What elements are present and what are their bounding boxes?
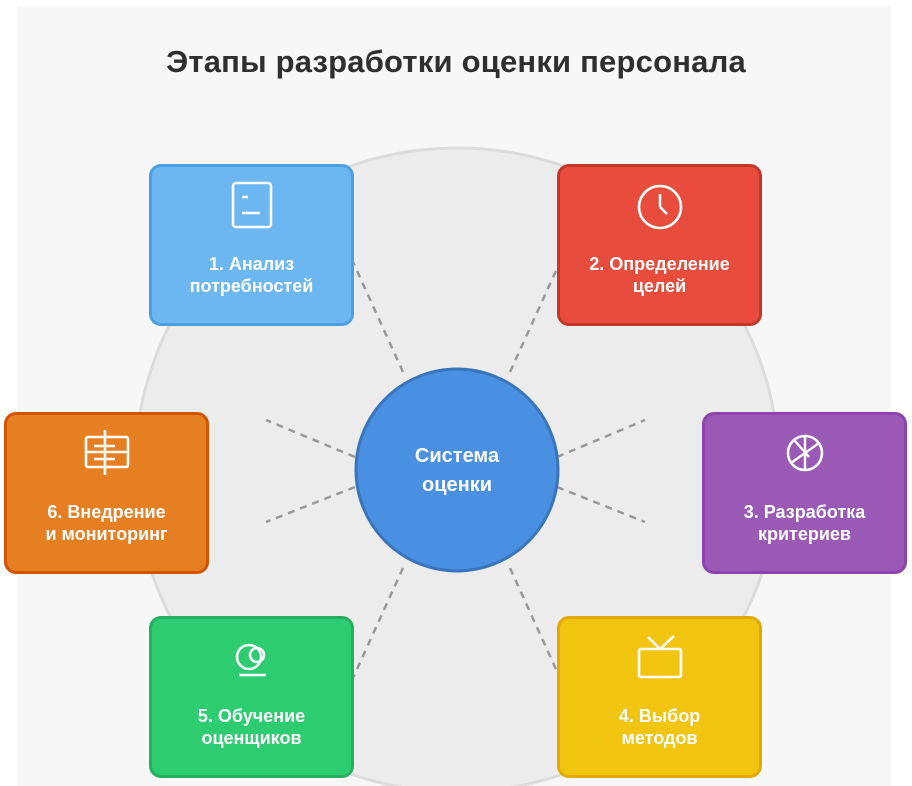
connector-lines <box>265 261 646 679</box>
clock-icon <box>637 184 682 230</box>
training-icon <box>235 643 266 677</box>
connector-implementation-upper <box>265 418 356 459</box>
criteria-wheel-icon <box>786 434 823 472</box>
tv-icon <box>637 635 682 679</box>
diagram-title: Этапы разработки оценки персонала <box>166 44 746 79</box>
connector-criteria-lower <box>556 485 646 524</box>
monitor-board-icon <box>84 430 129 475</box>
connector-criteria-upper <box>556 418 646 459</box>
document-icon <box>231 181 272 229</box>
connector-implementation-lower <box>265 485 356 524</box>
hub-circle <box>354 367 560 573</box>
